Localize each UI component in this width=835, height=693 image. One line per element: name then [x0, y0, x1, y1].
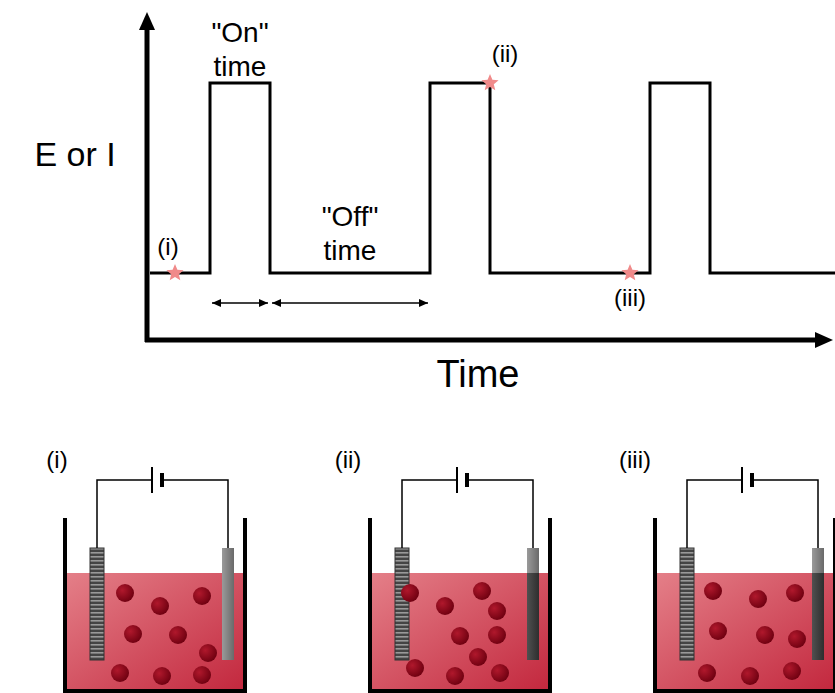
- battery-plate: [160, 473, 164, 487]
- particle: [169, 626, 187, 644]
- wire: [162, 480, 228, 548]
- particle: [741, 667, 759, 685]
- pulse-waveform: [150, 83, 835, 273]
- time-marker: [621, 264, 638, 280]
- duration-label: "Off" time: [300, 200, 400, 267]
- duration-arrow: [272, 302, 428, 304]
- electrochemical-cell: [370, 467, 550, 691]
- point-marker: (i): [143, 233, 193, 262]
- particle: [788, 630, 806, 648]
- particle: [469, 648, 487, 666]
- particle: [124, 625, 142, 643]
- particle: [451, 627, 469, 645]
- electrode: [222, 548, 234, 573]
- particle: [401, 584, 419, 602]
- electrode: [527, 573, 539, 660]
- particle: [783, 662, 801, 680]
- particle: [709, 622, 727, 640]
- particle: [698, 664, 716, 682]
- battery-plate: [750, 473, 754, 487]
- electrode: [812, 548, 824, 573]
- particle: [488, 602, 506, 620]
- cell-label: (ii): [323, 446, 373, 475]
- particle: [193, 587, 211, 605]
- beaker: [370, 518, 550, 691]
- electrode: [812, 573, 824, 660]
- point-marker: (iii): [600, 284, 660, 313]
- particle: [491, 664, 509, 682]
- axis-label: Time: [408, 352, 548, 398]
- mesh-electrode: [680, 548, 694, 660]
- y-axis: [145, 22, 150, 342]
- battery-plate: [741, 467, 743, 493]
- particle: [749, 590, 767, 608]
- wire: [402, 480, 457, 548]
- mesh-electrode: [395, 548, 409, 660]
- particle: [199, 644, 217, 662]
- particle: [193, 666, 211, 684]
- time-marker: [481, 74, 498, 90]
- battery-plate: [456, 467, 458, 493]
- electrochemical-cell: [65, 467, 245, 691]
- particle: [111, 664, 129, 682]
- battery-plate: [465, 473, 469, 487]
- battery-plate: [151, 467, 153, 493]
- particle: [116, 584, 134, 602]
- beaker: [655, 518, 835, 691]
- axis-label: E or I: [10, 134, 140, 175]
- particle: [406, 659, 424, 677]
- axis-arrow: [815, 332, 833, 348]
- electrode: [527, 548, 539, 573]
- wire: [752, 480, 818, 548]
- particle: [153, 667, 171, 685]
- duration-arrow: [212, 302, 268, 304]
- particle: [704, 582, 722, 600]
- particle: [488, 626, 506, 644]
- axis-arrow: [139, 12, 155, 30]
- electrochemical-cell: [655, 467, 835, 691]
- wire: [97, 480, 152, 548]
- particle: [446, 667, 464, 685]
- particle: [473, 582, 491, 600]
- wire: [687, 480, 742, 548]
- particle: [436, 597, 454, 615]
- duration-label: "On" time: [195, 16, 285, 83]
- mesh-electrode: [90, 548, 104, 660]
- electrode: [222, 573, 234, 660]
- point-marker: (ii): [480, 40, 530, 69]
- cell-label: (iii): [605, 446, 665, 475]
- time-marker: [166, 264, 183, 280]
- beaker: [65, 518, 245, 691]
- cell-label: (i): [32, 446, 82, 475]
- wire: [467, 480, 533, 548]
- particle: [151, 597, 169, 615]
- particle: [756, 626, 774, 644]
- particle: [786, 584, 804, 602]
- x-axis: [145, 338, 822, 343]
